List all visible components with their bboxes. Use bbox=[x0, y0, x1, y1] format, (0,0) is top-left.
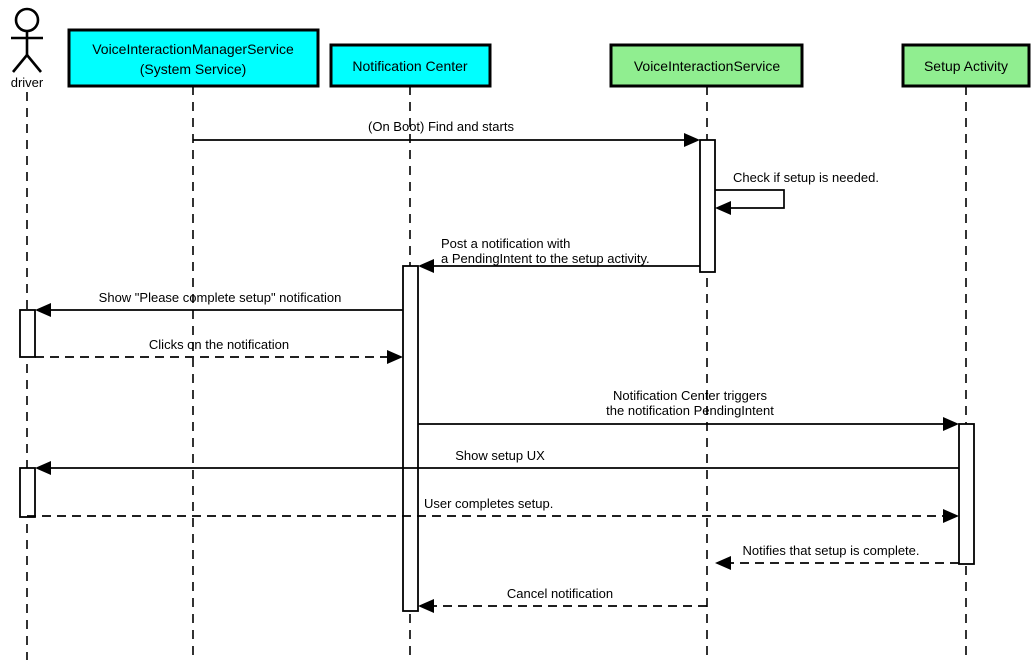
activation-vis bbox=[699, 139, 716, 273]
message-3-label-line1: Post a notification with bbox=[441, 236, 570, 251]
actor-driver[interactable]: driver bbox=[11, 7, 44, 90]
participant-box-setup-activity-label: Setup Activity bbox=[924, 58, 1008, 74]
actor-leg-left-icon bbox=[11, 54, 29, 73]
message-5-label: Clicks on the notification bbox=[149, 337, 289, 352]
activation-setup-activity bbox=[958, 423, 975, 565]
message-7-label: Show setup UX bbox=[455, 448, 545, 463]
message-2-check-if-setup-is-needed[interactable]: Check if setup is needed. bbox=[715, 170, 879, 215]
message-6-arrowhead-icon bbox=[943, 417, 959, 431]
message-4-arrowhead-icon bbox=[35, 303, 51, 317]
participant-box-notification-center-label: Notification Center bbox=[352, 58, 468, 74]
message-6-label-line2: the notification PendingIntent bbox=[606, 403, 774, 418]
message-10-arrowhead-icon bbox=[418, 599, 434, 613]
message-7-show-setup-ux[interactable]: Show setup UX bbox=[35, 448, 959, 475]
participant-box-vis[interactable]: VoiceInteractionService bbox=[609, 43, 804, 88]
message-9-arrowhead-icon bbox=[715, 556, 731, 570]
message-8-label: User completes setup. bbox=[424, 496, 553, 511]
message-1-label: (On Boot) Find and starts bbox=[368, 119, 514, 134]
message-5-clicks-on-the-notification[interactable]: Clicks on the notification bbox=[35, 337, 403, 364]
message-10-cancel-notification[interactable]: Cancel notification bbox=[418, 586, 707, 613]
participant-box-vis-rect bbox=[609, 43, 804, 88]
participant-box-vis-label: VoiceInteractionService bbox=[634, 58, 781, 74]
activation-driver-1 bbox=[19, 309, 36, 358]
participant-box-vims[interactable]: VoiceInteractionManagerService (System S… bbox=[67, 28, 320, 88]
participant-box-setup-activity[interactable]: Setup Activity bbox=[901, 43, 1031, 88]
message-5-arrowhead-icon bbox=[387, 350, 403, 364]
participant-box-notification-center[interactable]: Notification Center bbox=[329, 43, 492, 88]
message-8-user-completes-setup[interactable]: User completes setup. bbox=[27, 496, 959, 523]
message-9-notifies-that-setup-is-complete[interactable]: Notifies that setup is complete. bbox=[715, 543, 959, 570]
message-9-label: Notifies that setup is complete. bbox=[742, 543, 919, 558]
actor-head-icon bbox=[14, 7, 40, 33]
participant-box-vims-label-line2: (System Service) bbox=[140, 61, 247, 77]
message-4-show-please-complete-setup-notification[interactable]: Show "Please complete setup" notificatio… bbox=[35, 290, 403, 317]
actor-driver-label: driver bbox=[11, 75, 44, 90]
message-3-label-line2: a PendingIntent to the setup activity. bbox=[441, 251, 650, 266]
actor-leg-right-icon bbox=[25, 54, 43, 73]
participant-box-vims-rect bbox=[67, 28, 320, 88]
message-3-arrowhead-icon bbox=[418, 259, 434, 273]
message-1-arrowhead-icon bbox=[684, 133, 700, 147]
message-10-label: Cancel notification bbox=[507, 586, 613, 601]
message-2-label: Check if setup is needed. bbox=[733, 170, 879, 185]
message-6-notification-center-triggers-pendingintent[interactable]: Notification Center triggers the notific… bbox=[418, 388, 959, 431]
activation-driver-2 bbox=[19, 467, 36, 518]
activation-notification-center bbox=[402, 265, 419, 612]
participant-box-notification-center-rect bbox=[329, 43, 492, 88]
message-7-arrowhead-icon bbox=[35, 461, 51, 475]
message-6-label-line1: Notification Center triggers bbox=[613, 388, 767, 403]
message-4-label: Show "Please complete setup" notificatio… bbox=[99, 290, 342, 305]
message-1-on-boot-find-and-starts[interactable]: (On Boot) Find and starts bbox=[193, 119, 700, 147]
activation-bars-group bbox=[19, 139, 975, 612]
message-2-arrowhead-icon bbox=[715, 201, 731, 215]
message-3-post-a-notification[interactable]: Post a notification with a PendingIntent… bbox=[418, 236, 700, 273]
message-2-self-path bbox=[715, 189, 785, 209]
participant-box-setup-activity-rect bbox=[901, 43, 1031, 88]
message-8-arrowhead-icon bbox=[943, 509, 959, 523]
participant-box-vims-label-line1: VoiceInteractionManagerService bbox=[92, 41, 294, 57]
